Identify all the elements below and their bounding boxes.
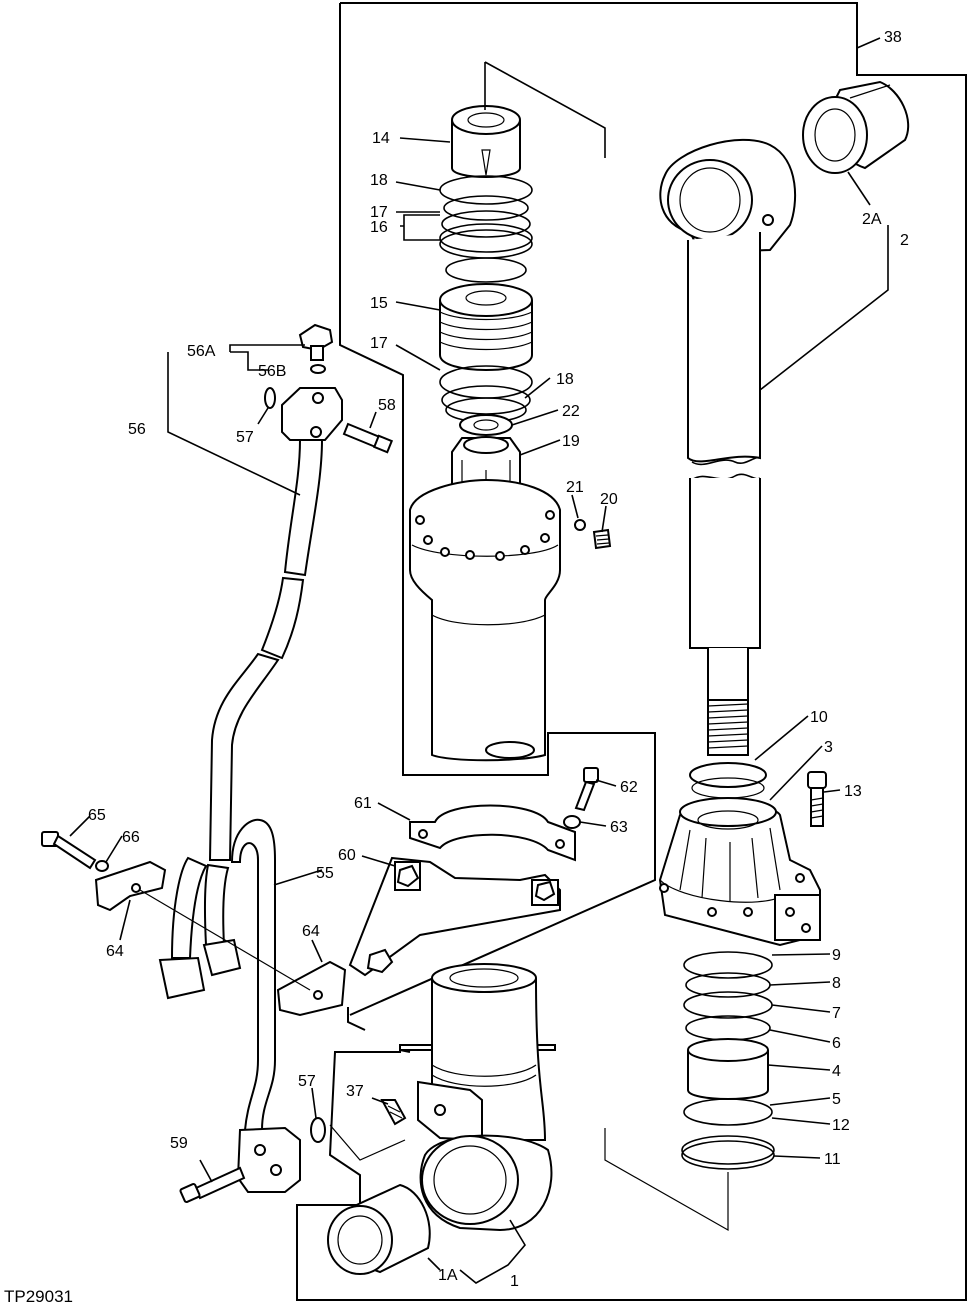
o-ring-57-top (264, 387, 276, 409)
callout-20: 20 (600, 491, 618, 508)
callout-16: 16 (370, 219, 388, 236)
bolt-58 (342, 422, 394, 454)
callout-38: 38 (884, 29, 902, 46)
tube-56 (208, 387, 343, 861)
figure-id: TP29031 (4, 1287, 73, 1306)
callout-7: 7 (832, 1005, 841, 1022)
callout-2: 2 (900, 232, 909, 249)
ball-21 (574, 519, 586, 531)
callout-4: 4 (832, 1063, 841, 1080)
cylinder-barrel-lower (417, 963, 553, 1232)
callout-1A: 1A (438, 1267, 458, 1284)
callout-19: 19 (562, 433, 580, 450)
piston-stack (439, 105, 533, 501)
cylinder-head-gland (658, 762, 821, 947)
callout-13: 13 (844, 783, 862, 800)
callout-12: 12 (832, 1117, 850, 1134)
callout-58: 58 (378, 397, 396, 414)
callout-17-top: 17 (370, 204, 388, 221)
callout-57-top: 57 (236, 429, 254, 446)
cap-screw-13 (807, 771, 827, 827)
bushing-2A (802, 80, 910, 174)
callout-59: 59 (170, 1135, 188, 1152)
washer-66 (95, 860, 109, 872)
plug-20 (592, 528, 612, 550)
o-ring-56B (310, 364, 326, 374)
callout-labels: 38 2A 2 14 18 17 16 15 17 18 22 19 21 20… (4, 29, 909, 1306)
callout-3: 3 (824, 739, 833, 756)
grease-fitting-37 (380, 1099, 407, 1126)
callout-64-right: 64 (302, 923, 320, 940)
callout-14: 14 (372, 130, 390, 147)
callout-65: 65 (88, 807, 106, 824)
cylinder-barrel-upper (409, 478, 561, 762)
callout-56A: 56A (187, 343, 216, 360)
bolt-65 (41, 831, 97, 870)
seal-stack (681, 951, 775, 1170)
tube-clamp-assembly (348, 804, 576, 977)
o-ring-57-bottom (310, 1117, 326, 1143)
callout-63: 63 (610, 819, 628, 836)
callout-10: 10 (810, 709, 828, 726)
callout-66: 66 (122, 829, 140, 846)
callout-18-top: 18 (370, 172, 388, 189)
callout-62: 62 (620, 779, 638, 796)
piston-rod-assembly (659, 80, 910, 756)
callout-18-bottom: 18 (556, 371, 574, 388)
callout-56: 56 (128, 421, 146, 438)
callout-5: 5 (832, 1091, 841, 1108)
callout-1: 1 (510, 1273, 519, 1290)
clamp-half-64-left (94, 860, 167, 912)
callout-8: 8 (832, 975, 841, 992)
callout-57-bottom: 57 (298, 1073, 316, 1090)
flange-bolt-holes (415, 510, 555, 561)
callout-22: 22 (562, 403, 580, 420)
callout-64-left: 64 (106, 943, 124, 960)
callout-11: 11 (824, 1151, 841, 1168)
callout-2A: 2A (862, 211, 882, 228)
callout-56B: 56B (258, 363, 286, 380)
bolt-62 (574, 767, 599, 812)
callout-61: 61 (354, 795, 372, 812)
clamp-half-64-right (276, 960, 347, 1017)
callout-37: 37 (346, 1083, 364, 1100)
washer-63 (563, 815, 581, 829)
callout-17-bottom: 17 (370, 335, 388, 352)
bushing-1A (327, 1183, 431, 1275)
callout-60: 60 (338, 847, 356, 864)
callout-15: 15 (370, 295, 388, 312)
tube-55 (158, 818, 301, 1193)
bolt-56A (298, 323, 334, 361)
bolt-59 (179, 1166, 246, 1204)
callout-9: 9 (832, 947, 841, 964)
callout-6: 6 (832, 1035, 841, 1052)
callout-55: 55 (316, 865, 334, 882)
leader-lines (69, 37, 889, 1284)
callout-21: 21 (566, 479, 584, 496)
rod-threads (707, 699, 749, 756)
